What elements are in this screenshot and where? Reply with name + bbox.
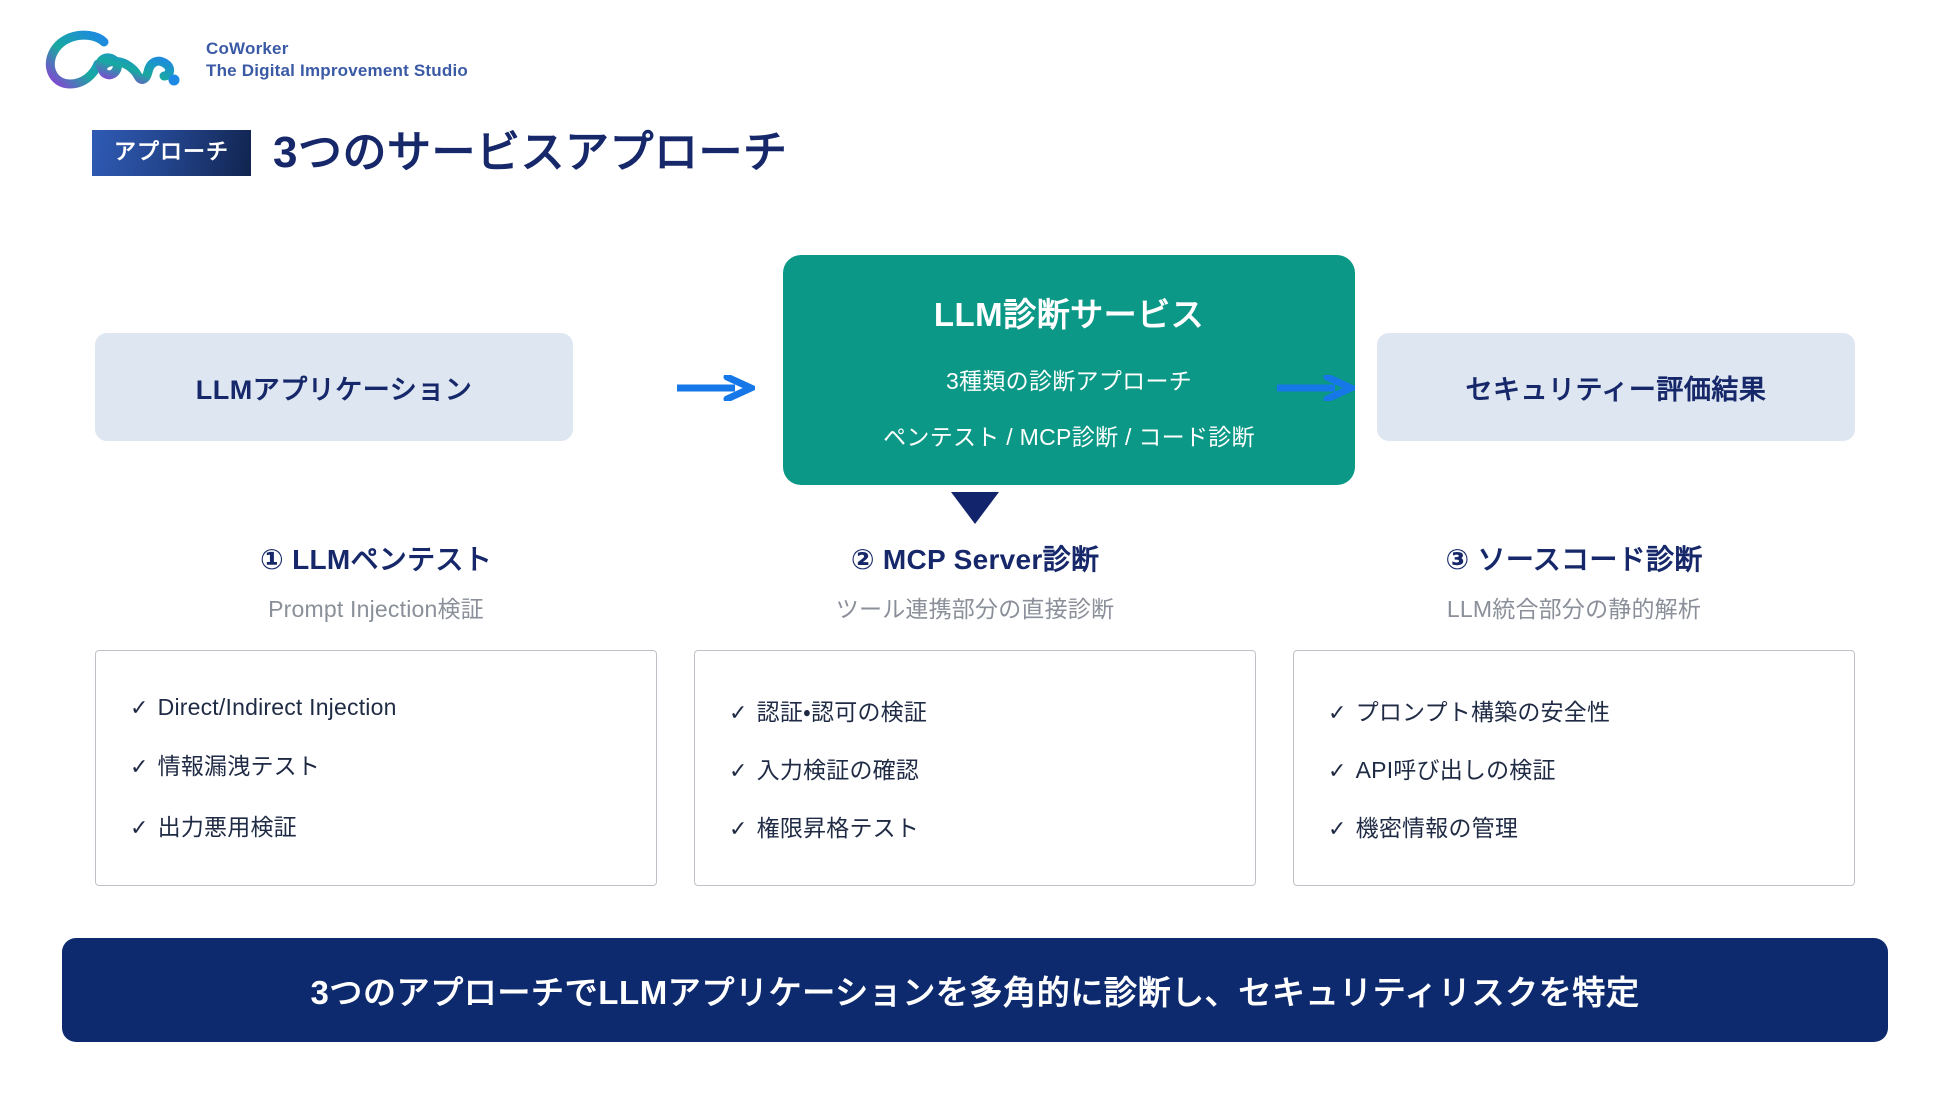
flow-hero-box: LLM診断サービス 3種類の診断アプローチ ペンテスト / MCP診断 / コー… (783, 255, 1355, 485)
list-item: ✓ 認証・認可の検証 (729, 693, 1221, 727)
arrow-right-icon (1277, 375, 1355, 401)
flow-output-box: セキュリティー評価結果 (1377, 333, 1855, 441)
hero-detail: ペンテスト / MCP診断 / コード診断 (883, 424, 1255, 450)
check-icon: ✓ (729, 815, 748, 841)
column-checklist: ✓ Direct/Indirect Injection ✓ 情報漏洩テスト ✓ … (95, 649, 657, 886)
approach-column-3: ③ ソースコード診断 LLM統合部分の静的解析 ✓ プロンプト構築の安全性 ✓ … (1293, 544, 1855, 886)
approach-column-1: ① LLMペンテスト Prompt Injection検証 ✓ Direct/I… (95, 544, 657, 886)
list-item-label: 認証・認可の検証 (756, 698, 928, 725)
brand-tagline: The Digital Improvement Studio (206, 61, 468, 80)
check-icon: ✓ (1328, 757, 1347, 783)
list-item: ✓ 権限昇格テスト (729, 809, 1221, 843)
service-flow-diagram: LLMアプリケーション LLM診断サービス 3種類の診断アプローチ ペンテスト … (95, 255, 1855, 485)
brand-logo: CoWorker The Digital Improvement Studio (42, 28, 468, 92)
flow-input-box: LLMアプリケーション (95, 333, 573, 441)
column-header: ③ ソースコード診断 LLM統合部分の静的解析 (1293, 544, 1855, 624)
column-subtitle: LLM統合部分の静的解析 (1446, 595, 1702, 622)
list-item-label: 出力悪用検証 (157, 813, 297, 840)
arrow-right-icon (677, 375, 755, 401)
column-title: ③ ソースコード診断 (1445, 544, 1703, 575)
approach-column-2: ② MCP Server診断 ツール連携部分の直接診断 ✓ 認証・認可の検証 ✓… (694, 544, 1256, 886)
column-header: ② MCP Server診断 ツール連携部分の直接診断 (694, 544, 1256, 624)
column-subtitle: ツール連携部分の直接診断 (835, 595, 1115, 622)
list-item-label: Direct/Indirect Injection (157, 693, 397, 720)
page-title: 3つのサービスアプローチ (273, 128, 788, 177)
hero-subtitle: 3種類の診断アプローチ (945, 368, 1193, 394)
page-header: アプローチ 3つのサービスアプローチ (92, 130, 788, 176)
summary-banner-text: 3つのアプローチでLLMアプリケーションを多角的に診断し、セキュリティリスクを特… (310, 974, 1640, 1011)
list-item-label: 情報漏洩テスト (157, 753, 321, 780)
check-icon: ✓ (130, 814, 149, 840)
list-item-label: API呼び出しの検証 (1355, 756, 1556, 783)
list-item: ✓ 出力悪用検証 (130, 808, 622, 842)
list-item: ✓ 情報漏洩テスト (130, 747, 622, 781)
check-icon: ✓ (1328, 815, 1347, 841)
list-item-label: 権限昇格テスト (756, 814, 920, 841)
column-checklist: ✓ 認証・認可の検証 ✓ 入力検証の確認 ✓ 権限昇格テスト (694, 649, 1256, 886)
flow-input-label: LLMアプリケーション (195, 374, 473, 405)
check-icon: ✓ (729, 699, 748, 725)
approach-columns: ① LLMペンテスト Prompt Injection検証 ✓ Direct/I… (95, 544, 1855, 886)
column-title: ② MCP Server診断 (850, 544, 1100, 575)
check-icon: ✓ (130, 694, 149, 720)
list-item: ✓ 機密情報の管理 (1328, 809, 1820, 843)
coworker-script-logo-icon (45, 30, 180, 89)
list-item: ✓ プロンプト構築の安全性 (1328, 693, 1820, 727)
check-icon: ✓ (130, 754, 149, 780)
column-title: ① LLMペンテスト (259, 544, 493, 575)
column-subtitle: Prompt Injection検証 (268, 595, 484, 622)
list-item-label: 機密情報の管理 (1355, 814, 1519, 841)
flow-output-label: セキュリティー評価結果 (1465, 374, 1767, 405)
column-header: ① LLMペンテスト Prompt Injection検証 (95, 544, 657, 624)
list-item-label: 入力検証の確認 (756, 756, 920, 783)
column-checklist: ✓ プロンプト構築の安全性 ✓ API呼び出しの検証 ✓ 機密情報の管理 (1293, 649, 1855, 886)
list-item: ✓ 入力検証の確認 (729, 751, 1221, 785)
hero-title: LLM診断サービス (933, 296, 1205, 333)
triangle-down-icon (951, 492, 999, 524)
list-item-label: プロンプト構築の安全性 (1355, 698, 1611, 725)
brand-name: CoWorker (206, 39, 289, 59)
section-badge: アプローチ (92, 130, 252, 176)
check-icon: ✓ (1328, 699, 1347, 725)
list-item: ✓ Direct/Indirect Injection (130, 694, 622, 721)
check-icon: ✓ (729, 757, 748, 783)
summary-banner: 3つのアプローチでLLMアプリケーションを多角的に診断し、セキュリティリスクを特… (62, 938, 1888, 1042)
list-item: ✓ API呼び出しの検証 (1328, 751, 1820, 785)
